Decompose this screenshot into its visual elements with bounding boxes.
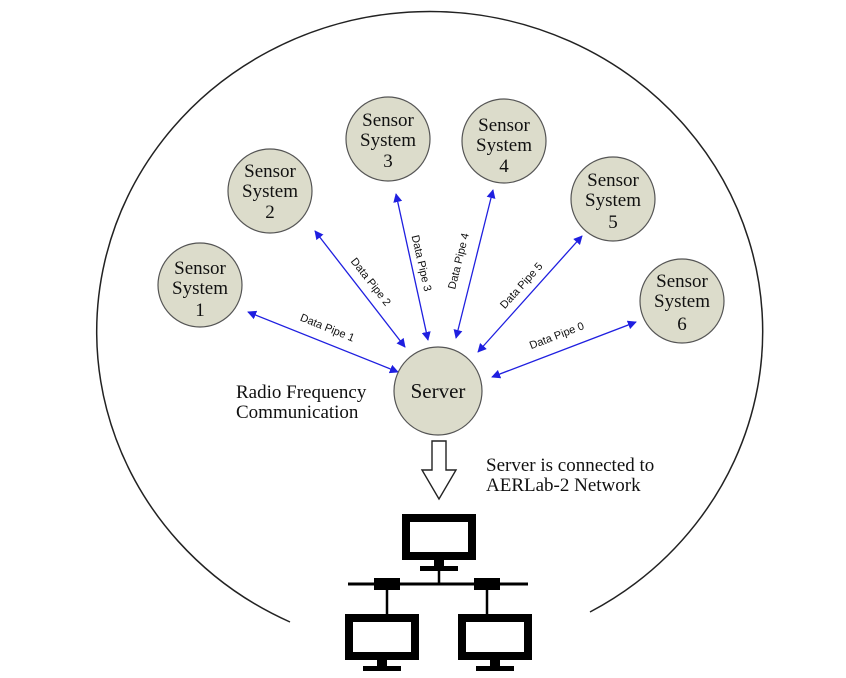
sensor-system-5: Sensor System 5 <box>570 156 656 242</box>
svg-text:System: System <box>172 278 228 299</box>
monitor-icon-right <box>458 614 532 671</box>
monitor-icon-top <box>402 514 476 571</box>
pipe-0: Data Pipe 0 <box>491 320 637 379</box>
svg-text:Sensor: Sensor <box>244 161 296 182</box>
svg-text:Sensor: Sensor <box>587 170 639 191</box>
svg-text:4: 4 <box>499 156 509 177</box>
down-arrow-icon <box>420 440 458 501</box>
svg-text:Sensor: Sensor <box>362 110 414 131</box>
network-label-line2: AERLab-2 Network <box>486 475 641 496</box>
pipe-label-1: Data Pipe 1 <box>298 312 356 345</box>
svg-text:2: 2 <box>265 202 275 223</box>
svg-text:System: System <box>476 135 532 156</box>
pipe-label-0: Data Pipe 0 <box>528 320 586 352</box>
svg-text:Sensor: Sensor <box>174 258 226 279</box>
svg-text:6: 6 <box>677 314 687 335</box>
pipe-label-4: Data Pipe 4 <box>446 232 472 291</box>
pipe-1: Data Pipe 1 <box>247 310 399 374</box>
pipe-3: Data Pipe 3 <box>393 193 434 341</box>
svg-text:System: System <box>654 291 710 312</box>
coverage-boundary-arc <box>95 10 764 623</box>
sensor-system-6: Sensor System 6 <box>639 258 725 344</box>
network-label-line1: Server is connected to <box>486 455 654 476</box>
sensor-system-1: Sensor System 1 <box>157 242 243 328</box>
svg-text:System: System <box>242 181 298 202</box>
sensor-system-4: Sensor System 4 <box>461 98 547 184</box>
svg-text:5: 5 <box>608 212 618 233</box>
hub-icon-right <box>474 578 500 590</box>
hub-icon-left <box>374 578 400 590</box>
monitor-icon-left <box>345 614 419 671</box>
rf-label-line2: Communication <box>236 402 359 423</box>
pipe-4: Data Pipe 4 <box>446 189 496 339</box>
server-label: Server <box>411 379 466 403</box>
svg-text:1: 1 <box>195 300 205 321</box>
sensor-system-2: Sensor System 2 <box>227 148 313 234</box>
svg-text:3: 3 <box>383 151 393 172</box>
rf-label-line1: Radio Frequency <box>236 382 367 403</box>
server-node: Server <box>393 346 483 436</box>
sensor-system-3: Sensor System 3 <box>345 96 431 182</box>
svg-text:Sensor: Sensor <box>478 115 530 136</box>
svg-text:System: System <box>585 190 641 211</box>
pipe-label-3: Data Pipe 3 <box>409 234 434 293</box>
network-icon <box>345 514 532 671</box>
svg-text:Sensor: Sensor <box>656 271 708 292</box>
svg-text:System: System <box>360 130 416 151</box>
